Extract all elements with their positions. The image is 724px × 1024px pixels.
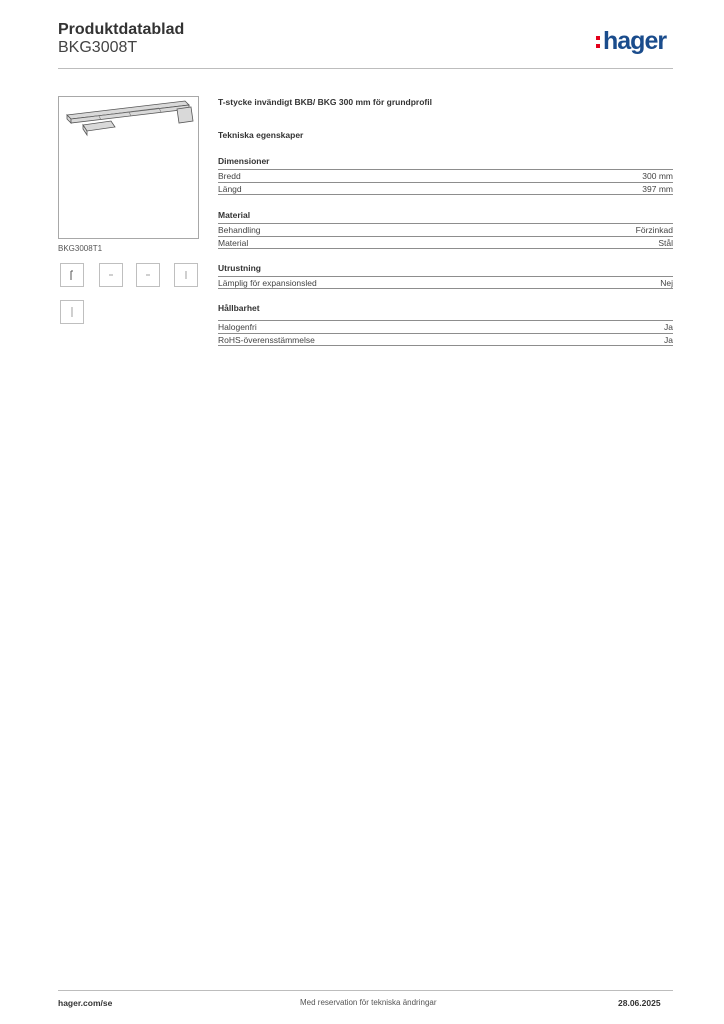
property-value: Ja	[664, 335, 673, 345]
logo-dot-top	[596, 36, 600, 40]
property-label: Lämplig för expansionsled	[218, 278, 317, 288]
property-value: Förzinkad	[635, 225, 673, 235]
thumbnail-2[interactable]	[99, 263, 123, 287]
property-value: 300 mm	[642, 171, 673, 181]
section-title-dimensioner: Dimensioner	[218, 156, 270, 166]
image-caption: BKG3008T1	[58, 244, 103, 253]
thumbnail-5[interactable]	[60, 300, 84, 324]
property-value: Nej	[660, 278, 673, 288]
footer-website-link[interactable]: hager.com/se	[58, 998, 113, 1008]
product-description: T-stycke invändigt BKB/ BKG 300 mm för g…	[218, 97, 432, 107]
property-label: Material	[218, 238, 249, 248]
property-row-behandling: Behandling Förzinkad	[218, 223, 673, 236]
technical-properties-heading: Tekniska egenskaper	[218, 130, 304, 140]
property-row-expansionsled: Lämplig för expansionsled Nej	[218, 276, 673, 289]
section-title-hallbarhet: Hållbarhet	[218, 303, 260, 313]
thumbnail-2-icon	[109, 274, 113, 276]
thumbnail-1[interactable]	[60, 263, 84, 287]
document-title: Produktdatablad	[58, 21, 185, 38]
t-piece-illustration	[66, 100, 194, 137]
property-value: Stål	[658, 238, 673, 248]
property-row-bredd: Bredd 300 mm	[218, 169, 673, 182]
footer-date: 28.06.2025	[618, 998, 661, 1008]
property-label: Behandling	[218, 225, 261, 235]
property-label: RoHS-överensstämmelse	[218, 335, 315, 345]
property-label: Bredd	[218, 171, 241, 181]
logo-dot-bottom	[596, 44, 600, 48]
product-code: BKG3008T	[58, 39, 138, 56]
footer-disclaimer: Med reservation för tekniska ändringar	[300, 998, 437, 1007]
thumbnail-4[interactable]	[174, 263, 198, 287]
footer-divider	[58, 990, 673, 991]
property-row-material: Material Stål	[218, 236, 673, 249]
property-row-halogenfri: Halogenfri Ja	[218, 320, 673, 333]
thumbnail-1-icon	[70, 270, 73, 280]
property-row-rohs: RoHS-överensstämmelse Ja	[218, 333, 673, 346]
section-title-utrustning: Utrustning	[218, 263, 261, 273]
property-value: 397 mm	[642, 184, 673, 194]
header-divider	[58, 68, 673, 69]
thumbnail-3[interactable]	[136, 263, 160, 287]
property-value: Ja	[664, 322, 673, 332]
thumbnail-5-icon	[71, 307, 73, 317]
hager-logo: hager	[595, 27, 673, 57]
thumbnail-4-icon	[185, 271, 187, 279]
product-image	[58, 96, 199, 239]
section-title-material: Material	[218, 210, 251, 220]
logo-text: hager	[603, 27, 667, 55]
property-label: Längd	[218, 184, 242, 194]
property-label: Halogenfri	[218, 322, 257, 332]
thumbnail-3-icon	[146, 274, 150, 276]
property-row-langd: Längd 397 mm	[218, 182, 673, 195]
